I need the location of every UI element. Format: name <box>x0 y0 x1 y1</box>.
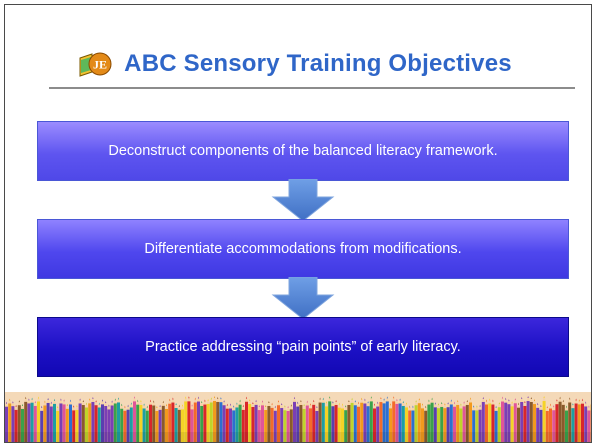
title-divider <box>49 87 575 89</box>
page-title: ABC Sensory Training Objectives <box>124 50 512 77</box>
colored-pencils-icon <box>5 392 591 442</box>
down-arrow-icon <box>271 178 335 222</box>
book-logo-icon: JE <box>78 50 112 78</box>
slide: JE ABC Sensory Training Objectives Decon… <box>4 4 592 443</box>
objective-box-2: Differentiate accommodations from modifi… <box>37 219 569 279</box>
title-row: JE ABC Sensory Training Objectives <box>75 45 515 83</box>
svg-text:JE: JE <box>93 58 107 72</box>
down-arrow-icon <box>271 276 335 320</box>
objective-box-3: Practice addressing “pain points” of ear… <box>37 317 569 377</box>
objective-box-1: Deconstruct components of the balanced l… <box>37 121 569 181</box>
